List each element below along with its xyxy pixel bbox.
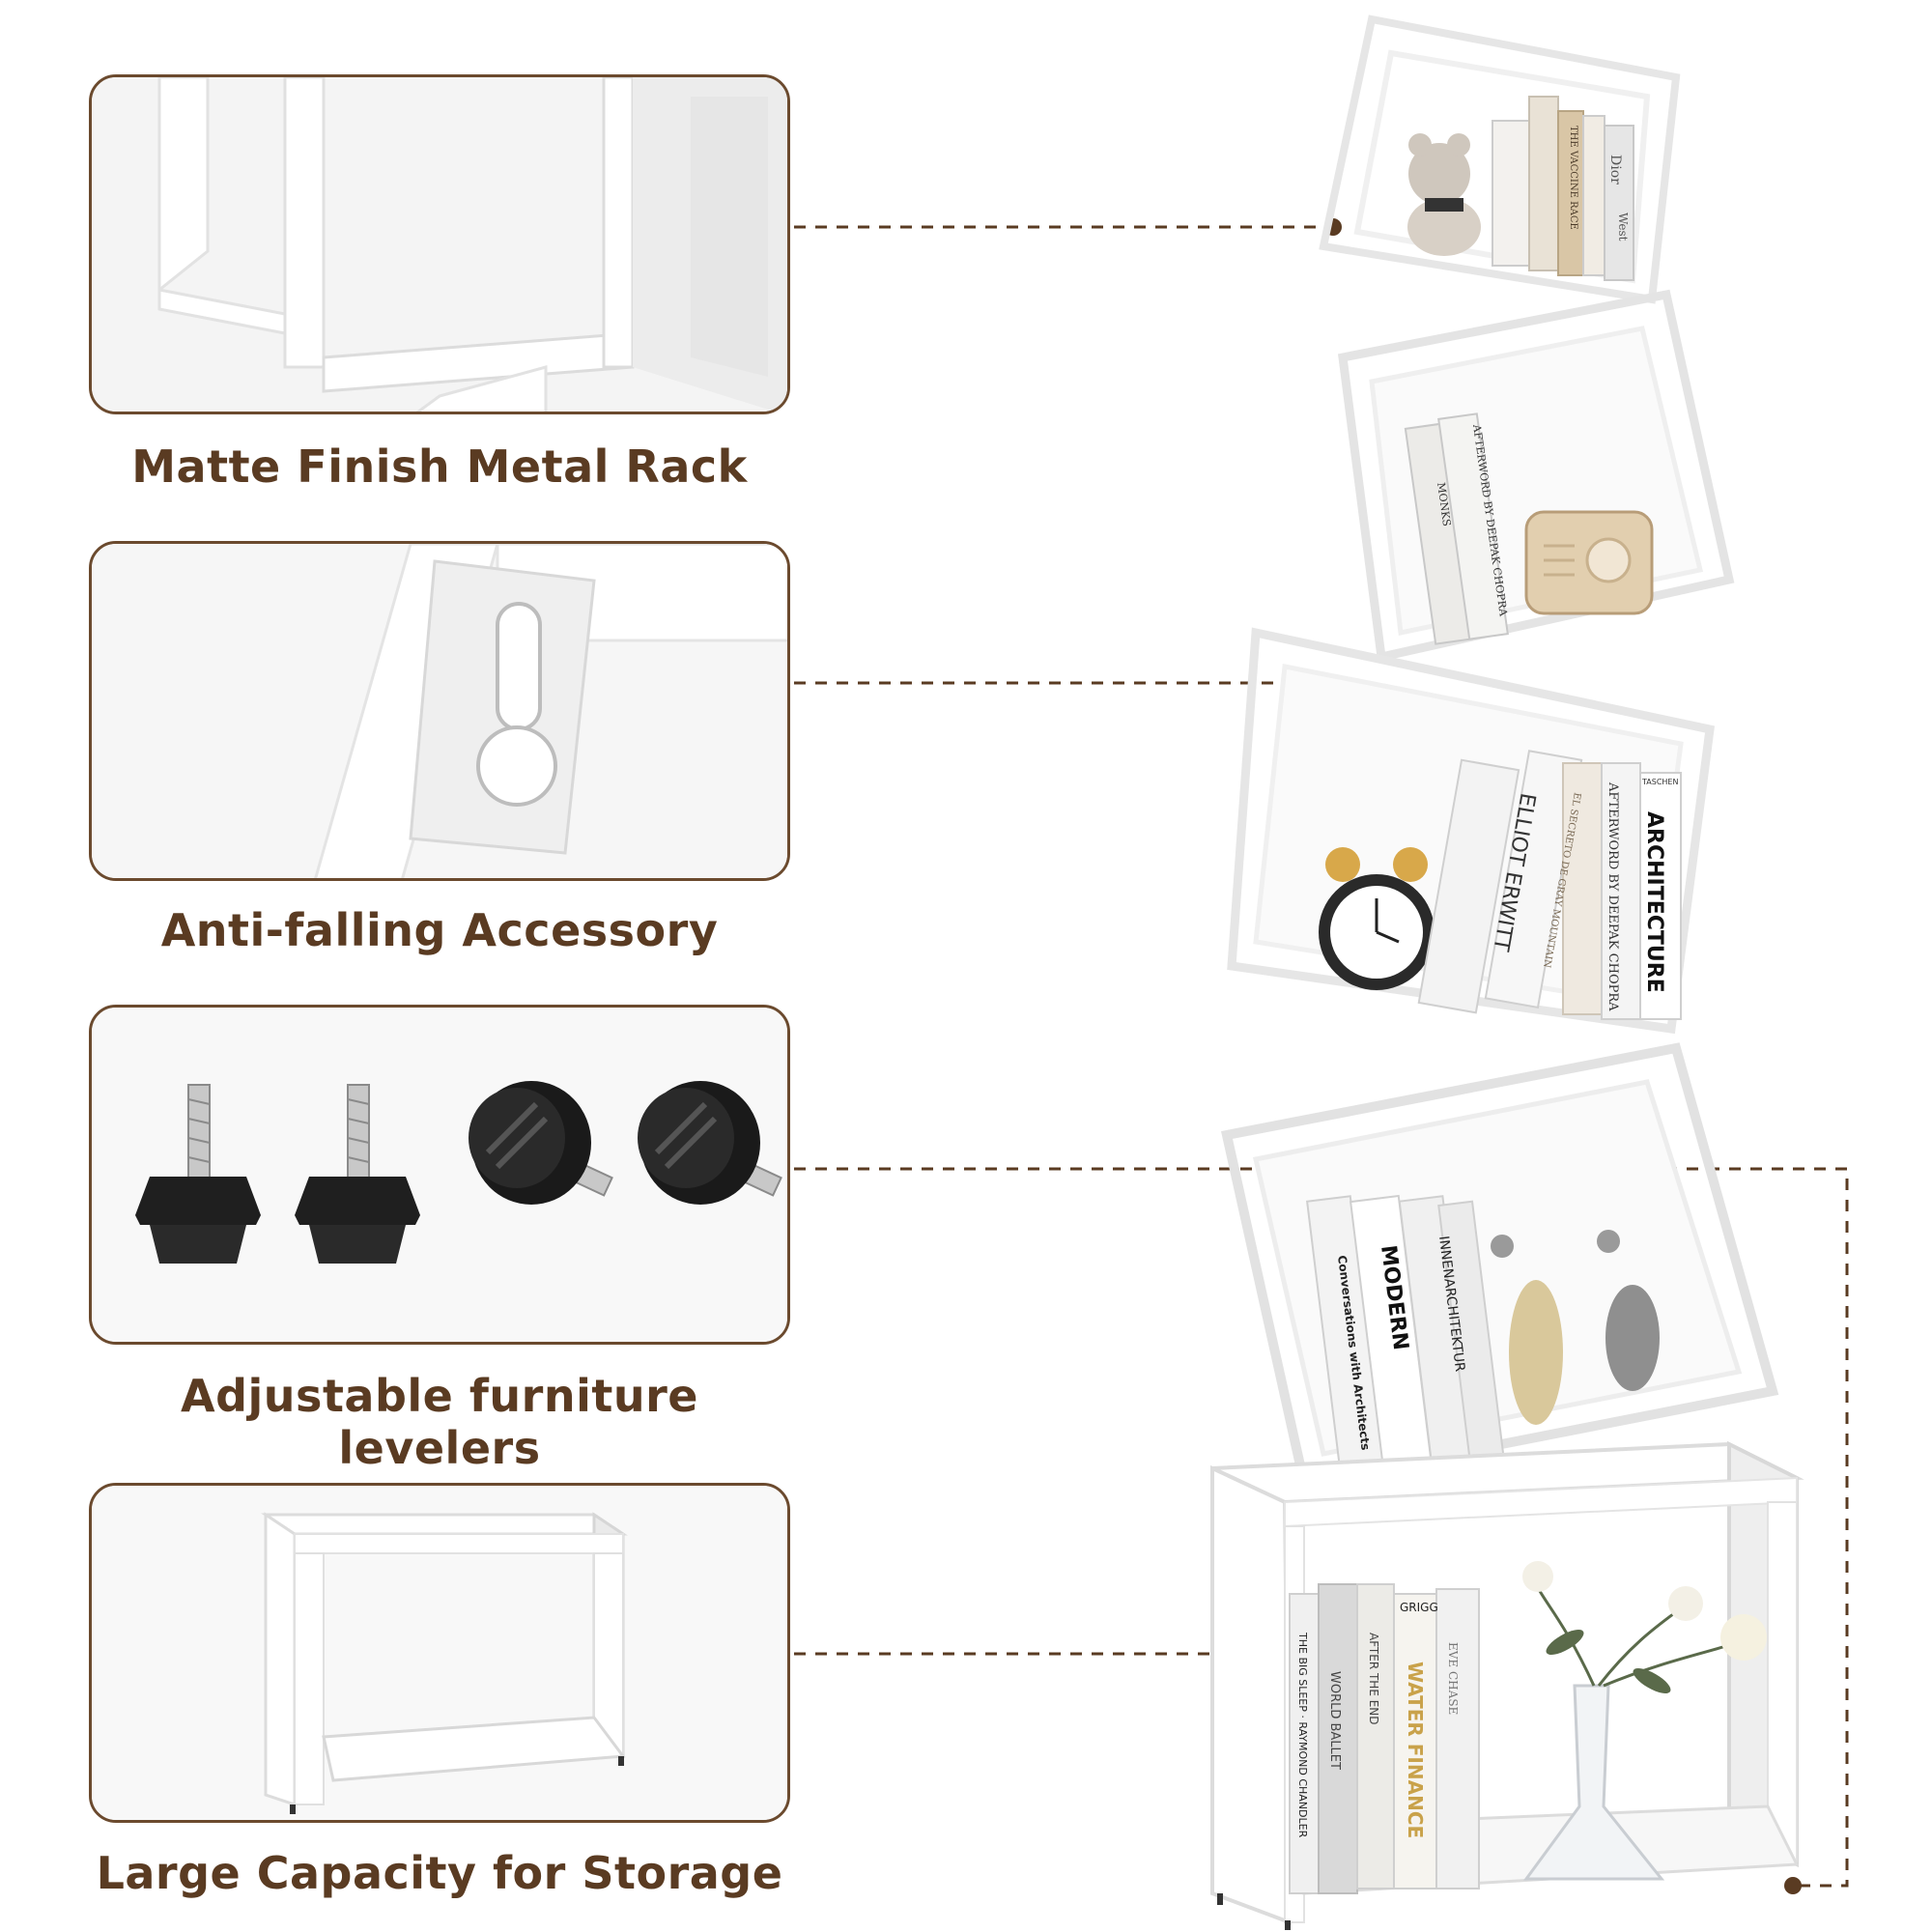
spine-top-3: West (1616, 213, 1630, 242)
spine-bottom-6: EVE CHASE (1446, 1642, 1460, 1715)
teddy-bear-icon (1408, 143, 1470, 205)
book-top-5 (1604, 125, 1634, 281)
caption-metal-rack: Matte Finish Metal Rack (131, 440, 748, 493)
spine-top-2: Dior (1607, 155, 1623, 185)
shelf-cube-bottom: THE BIG SLEEP · RAYMOND CHANDLER WORLD B… (1210, 1440, 1804, 1930)
metal-rack-closeup-icon (92, 77, 787, 412)
panel-levelers (89, 1005, 790, 1345)
spine-bottom-1: THE BIG SLEEP · RAYMOND CHANDLER (1296, 1632, 1309, 1838)
book-third-5 (1639, 772, 1682, 1020)
caption-levelers: Adjustable furniture levelers (181, 1370, 698, 1474)
keyhole-bracket-icon (92, 544, 787, 878)
flower-icon (1720, 1614, 1767, 1661)
spine-bottom-3: AFTER THE END (1367, 1633, 1380, 1725)
book-top-1 (1492, 120, 1530, 267)
caption-large-capacity: Large Capacity for Storage (96, 1847, 783, 1899)
book-top-4 (1582, 115, 1605, 276)
book-third-1 (1417, 758, 1520, 1014)
leveler-feet-icon (92, 1008, 787, 1342)
spine-third-4: ARCHITECTURE (1642, 811, 1666, 993)
flower-icon (1522, 1561, 1553, 1592)
spine-second-2: MONKS (1435, 482, 1453, 527)
flower-icon (1668, 1586, 1703, 1621)
book-bottom-1 (1289, 1593, 1320, 1894)
book-bottom-5 (1435, 1588, 1480, 1889)
book-top-3 (1557, 110, 1584, 276)
book-bottom-3 (1356, 1583, 1395, 1889)
book-third-2 (1484, 750, 1583, 1009)
book-bottom-4 (1393, 1593, 1437, 1889)
connector-3 (794, 1167, 1849, 1888)
shelf-cube-fourth: Conversations with Architects MODERN INN… (1221, 1042, 1779, 1489)
book-top-2 (1528, 96, 1559, 271)
panel-metal-rack (89, 74, 790, 414)
caption-anti-falling: Anti-falling Accessory (160, 904, 719, 956)
spine-third-3: AFTERWORD BY DEEPAK CHOPRA (1605, 781, 1620, 1011)
shelf-cube-top: THE VACCINE RACE Dior West (1319, 14, 1681, 304)
shelf-cube-second: AFTERWORD BY DEEPAK CHOPRA MONKS (1337, 289, 1735, 663)
shelf-cube-third: ELLIOT ERWITT EL SECRETO DE GRAY MOUNTAI… (1227, 627, 1715, 1035)
book-third-3 (1562, 762, 1603, 1015)
spine-top-1: THE VACCINE RACE (1568, 126, 1578, 230)
vase-icon (1523, 1684, 1665, 1881)
figurine-right (1605, 1285, 1660, 1391)
spine-bottom-4: WATER FINANCE (1404, 1662, 1427, 1838)
spine-third-5: TASCHEN (1641, 778, 1678, 786)
base-cube-icon (92, 1486, 787, 1820)
book-third-4 (1601, 762, 1641, 1020)
book-bottom-2 (1318, 1583, 1358, 1894)
book-second-2 (1437, 412, 1509, 640)
spine-bottom-5: GRIGG (1400, 1601, 1438, 1614)
figurine-left (1509, 1280, 1563, 1425)
connector-dot-3 (1784, 1877, 1802, 1894)
spine-bottom-2: WORLD BALLET (1327, 1671, 1342, 1770)
panel-anti-falling (89, 541, 790, 881)
panel-large-capacity (89, 1483, 790, 1823)
